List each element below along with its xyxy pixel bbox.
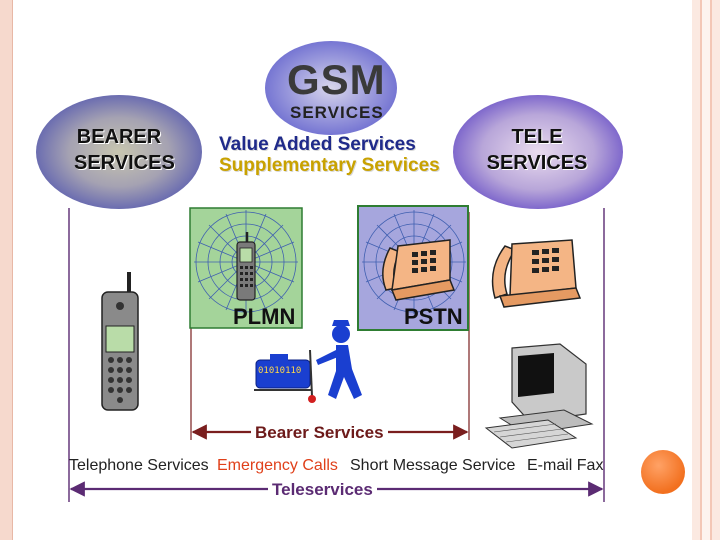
gsm-services-oval — [265, 41, 397, 135]
supplementary-services-label: Supplementary Services — [219, 155, 440, 176]
bearer-oval-line-1: BEARER — [76, 126, 162, 148]
pstn-label: PSTN — [404, 304, 463, 329]
slide-frame-right — [692, 0, 720, 540]
desk-telephone-icon — [382, 239, 456, 301]
large-mobile-phone-icon — [101, 272, 139, 411]
courier-with-cart-icon — [254, 320, 362, 403]
decorative-orange-circle — [641, 450, 685, 494]
bearer-services-oval — [36, 95, 202, 209]
teleservices-span-label: Teleservices — [268, 480, 377, 500]
gsm-subtitle: SERVICES — [290, 103, 384, 122]
tele-oval-label: TELE SERVICES — [485, 124, 589, 176]
telephone-services-label: Telephone Services — [69, 457, 209, 474]
bearer-oval-label: BEARER SERVICES — [74, 124, 175, 176]
emergency-calls-label: Emergency Calls — [217, 457, 338, 474]
desk-telephone-right-icon — [491, 239, 582, 308]
tele-services-oval — [453, 95, 623, 209]
plmn-label: PLMN — [233, 304, 296, 329]
computer-icon — [484, 343, 594, 449]
email-fax-label: E-mail Fax — [527, 457, 604, 474]
bearer-oval-line-2: SERVICES — [74, 152, 175, 174]
plmn-box — [189, 207, 303, 329]
slide-frame-left — [0, 0, 13, 540]
gsm-title: GSM — [287, 56, 386, 103]
short-message-service-label: Short Message Service — [350, 457, 516, 474]
pstn-box — [357, 205, 469, 331]
mobile-phone-icon — [236, 232, 256, 301]
tele-oval-line-1: TELE — [511, 126, 563, 148]
tele-oval-line-2: SERVICES — [486, 152, 588, 174]
cart-binary-text: 01010110 — [258, 366, 302, 376]
bearer-services-span-label: Bearer Services — [251, 423, 388, 443]
value-added-services-label: Value Added Services — [219, 134, 416, 155]
